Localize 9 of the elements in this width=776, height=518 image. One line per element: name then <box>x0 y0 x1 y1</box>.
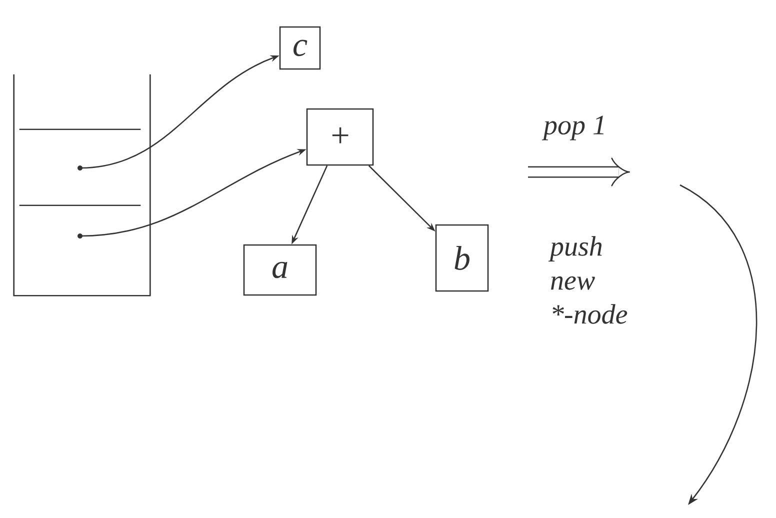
stack-drawing <box>13 74 151 296</box>
letter-box: + <box>306 108 374 166</box>
stack-slot <box>19 204 141 238</box>
note-text: pop 1 <box>542 116 604 140</box>
letter-box: b <box>435 224 489 292</box>
letter-box: c <box>279 26 321 70</box>
letter-box: a <box>243 244 317 296</box>
note-text: push new *-node <box>548 236 628 324</box>
stack-slot <box>19 128 141 170</box>
